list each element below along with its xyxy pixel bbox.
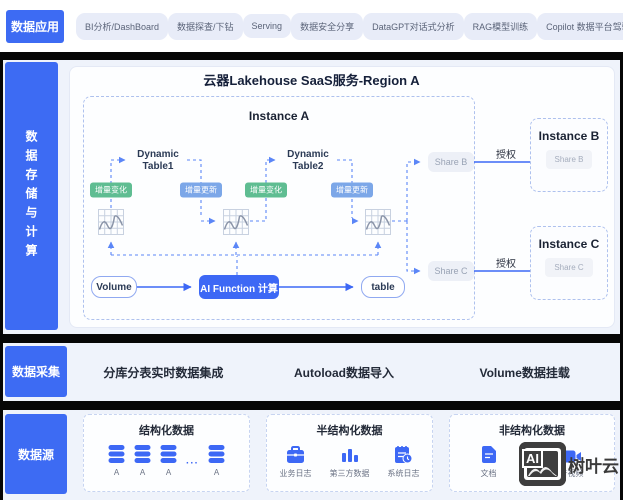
- instance-b-box: Instance B Share B: [530, 118, 608, 192]
- ingestion-item-list: 分库分表实时数据集成 Autoload数据导入 Volume数据挂载: [73, 343, 615, 401]
- dynamic-table1-label: Dynamic Table1: [128, 149, 188, 173]
- auth-label-b: 授权: [496, 150, 516, 161]
- ellipsis: ···: [186, 458, 199, 469]
- watermark-ai-label: AI: [522, 449, 543, 468]
- database-icon: [108, 445, 125, 463]
- instance-c-share-chip: Share C: [545, 258, 593, 277]
- briefcase-icon: [287, 446, 304, 463]
- tag-incremental-update-1: 增量更新: [180, 182, 222, 198]
- database-icon: [160, 445, 177, 463]
- section-divider: [0, 52, 623, 60]
- section-label-storage-compute: 数据存储与计算: [5, 62, 58, 330]
- instance-a-box: Instance A: [83, 96, 475, 320]
- ingestion-item-cdc: 分库分表实时数据集成: [103, 365, 224, 380]
- db-label: A: [113, 468, 120, 477]
- data-sources-row: 数据源 结构化数据 A A A ··· A: [0, 410, 623, 500]
- db-item: A: [134, 445, 151, 477]
- unstructured-title: 非结构化数据: [499, 425, 565, 437]
- table-chart-icon: [98, 209, 124, 235]
- semi-structured-title: 半结构化数据: [316, 425, 383, 437]
- document-icon: [481, 446, 496, 463]
- system-log-icon: [395, 446, 413, 464]
- section-label-data-ingestion: 数据采集: [5, 346, 67, 397]
- watermark-image-icon: AI: [519, 442, 566, 486]
- db-label: A: [139, 468, 146, 477]
- section-label-data-sources: 数据源: [5, 414, 67, 494]
- source-label: 系统日志: [387, 469, 420, 478]
- share-b-node: Share B: [428, 152, 474, 172]
- db-item: A: [160, 445, 177, 477]
- structured-data-box: 结构化数据 A A A ··· A: [83, 414, 250, 492]
- share-c-node: Share C: [428, 261, 474, 281]
- instance-a-title: Instance A: [248, 109, 310, 123]
- storage-compute-row: 数据存储与计算 云器Lakehouse SaaS服务-Region A Inst…: [0, 60, 623, 334]
- structured-data-title: 结构化数据: [139, 425, 194, 437]
- source-item: 系统日志: [388, 445, 420, 479]
- table-node: table: [361, 276, 405, 298]
- tag-incremental-change-2: 增量变化: [245, 182, 287, 198]
- source-label: 业务日志: [279, 469, 312, 478]
- app-chip-list: BI分析/DashBoard 数据探查/下钻 Serving 数据安全分享 Da…: [76, 0, 623, 52]
- source-item: 第三方数据: [330, 446, 370, 479]
- instance-c-title: Instance C: [538, 237, 600, 251]
- table-chart-icon: [365, 209, 391, 235]
- source-item: 业务日志: [280, 446, 312, 479]
- dynamic-table2-line2: Table2: [292, 161, 324, 172]
- watermark: AI 树叶云: [519, 442, 619, 486]
- table-chart-icon: [223, 209, 249, 235]
- database-icon: [134, 445, 151, 463]
- instance-c-box: Instance C Share C: [530, 226, 608, 300]
- section-divider: [0, 401, 623, 410]
- ingestion-item-autoload: Autoload数据导入: [294, 365, 394, 380]
- db-label: A: [165, 468, 172, 477]
- db-label: A: [213, 468, 220, 477]
- section-label-data-apps: 数据应用: [6, 10, 64, 43]
- app-chip-bi[interactable]: BI分析/DashBoard: [76, 12, 169, 40]
- tag-incremental-update-2: 增量更新: [331, 182, 373, 198]
- dynamic-table1-line2: Table1: [142, 161, 174, 172]
- source-label: 第三方数据: [329, 469, 370, 478]
- data-apps-row: 数据应用 BI分析/DashBoard 数据探查/下钻 Serving 数据安全…: [0, 0, 623, 52]
- app-chip-rag[interactable]: RAG模型训练: [463, 12, 538, 40]
- region-title: 云器Lakehouse SaaS服务-Region A: [203, 73, 420, 88]
- database-icon: [208, 445, 225, 463]
- app-chip-explore[interactable]: 数据探查/下钻: [168, 12, 243, 40]
- instance-b-title: Instance B: [538, 129, 600, 143]
- app-chip-copilot[interactable]: Copilot 数据平台驾驶仓: [537, 12, 623, 40]
- structured-icon-row: A A A ··· A: [84, 445, 249, 477]
- tag-incremental-change-1: 增量变化: [90, 182, 132, 198]
- instance-b-share-chip: Share B: [545, 150, 593, 169]
- dynamic-table2-label: Dynamic Table2: [278, 149, 338, 173]
- section-divider: [0, 334, 623, 343]
- ingestion-item-volume-mount: Volume数据挂载: [479, 365, 570, 380]
- db-item: A: [108, 445, 125, 477]
- source-item: 文档: [481, 445, 497, 479]
- app-chip-datagpt[interactable]: DataGPT对话式分析: [363, 12, 464, 40]
- app-chip-serving[interactable]: Serving: [242, 14, 292, 38]
- watermark-brand-text: 树叶云: [568, 456, 619, 476]
- auth-label-c: 授权: [496, 259, 516, 270]
- dynamic-table1-line1: Dynamic: [137, 149, 179, 160]
- source-label: 音视频: [559, 469, 584, 478]
- semi-structured-icon-row: 业务日志 第三方数据 系统日志: [267, 445, 432, 479]
- data-ingestion-row: 数据采集 分库分表实时数据集成 Autoload数据导入 Volume数据挂载: [0, 343, 623, 401]
- bar-chart-icon: [341, 449, 358, 462]
- dynamic-table2-line1: Dynamic: [287, 149, 329, 160]
- semi-structured-data-box: 半结构化数据 业务日志 第三方数据: [266, 414, 433, 492]
- volume-node: Volume: [91, 276, 137, 298]
- db-item: A: [208, 445, 225, 477]
- source-label: 文档: [480, 469, 497, 478]
- ai-function-node: AI Function 计算: [199, 275, 279, 299]
- app-chip-security-share[interactable]: 数据安全分享: [291, 12, 364, 40]
